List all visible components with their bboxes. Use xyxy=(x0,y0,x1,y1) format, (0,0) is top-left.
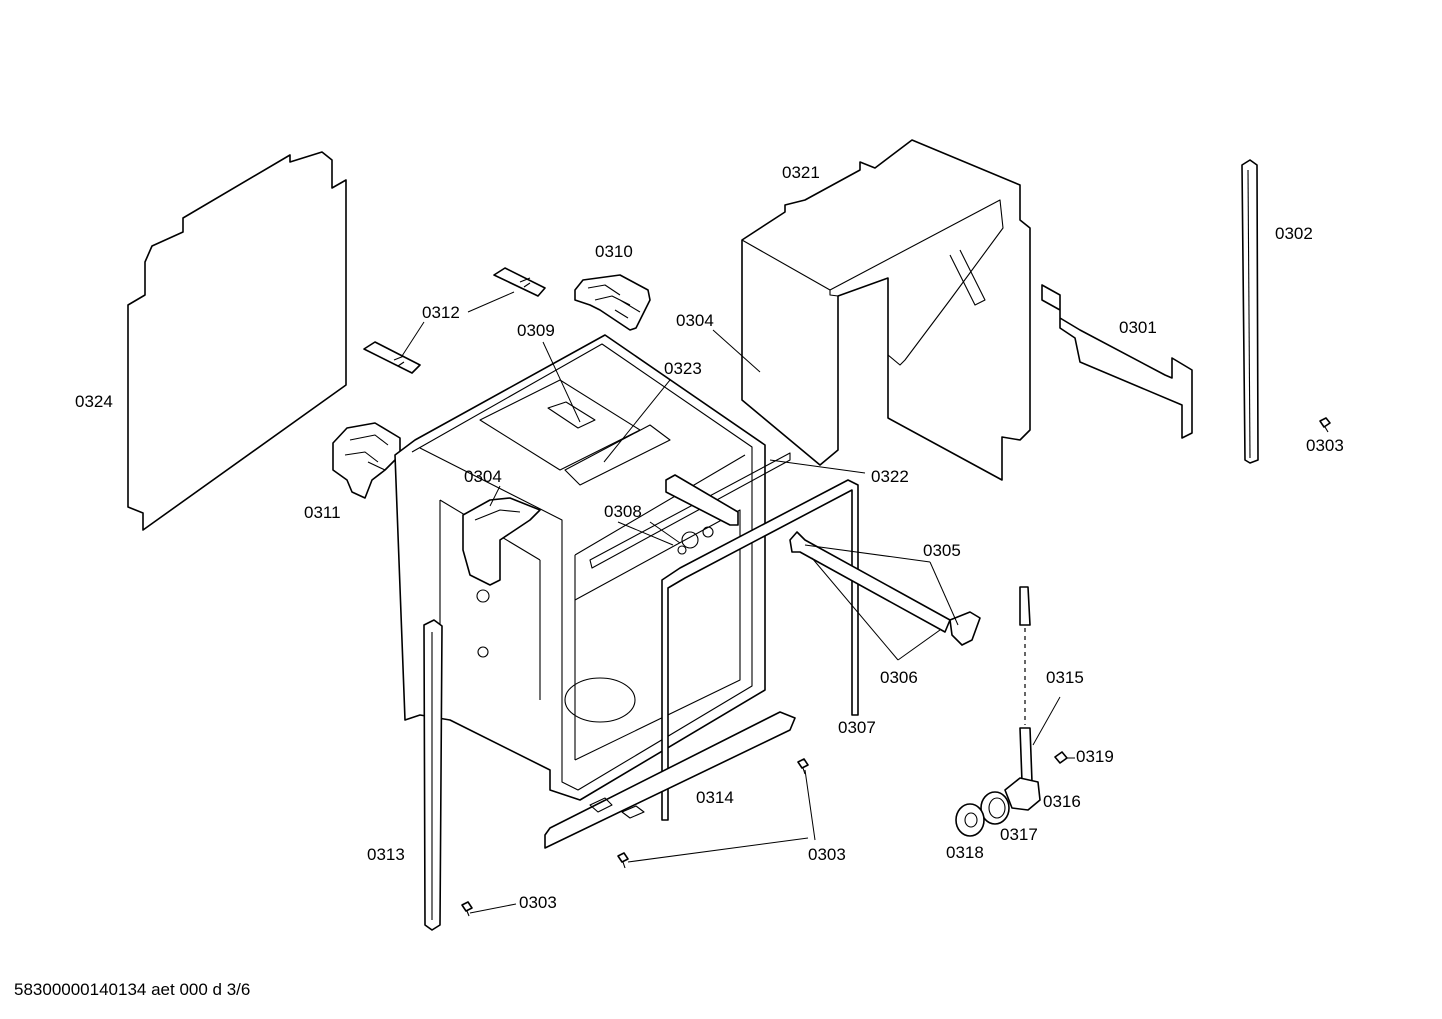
part-0313-rail xyxy=(423,619,443,931)
part-0317-ring xyxy=(980,791,1010,825)
label-0316: 0316 xyxy=(1043,792,1081,811)
document-id: 58300000140134 aet 000 d 3/6 xyxy=(14,980,251,999)
part-0303-screw-right xyxy=(1319,417,1331,433)
part-0301-bracket xyxy=(1041,284,1193,439)
part-0308-parts xyxy=(665,474,739,555)
part-0322-seal xyxy=(589,452,791,569)
part-0305-arm xyxy=(789,531,981,646)
label-0317: 0317 xyxy=(1000,825,1038,844)
part-0307-gasket xyxy=(661,479,859,821)
part-0311-clip xyxy=(332,422,401,499)
label-0303-bottom: 0303 xyxy=(519,893,557,912)
part-0304-clip-lower xyxy=(462,497,541,586)
label-0304-upper: 0304 xyxy=(676,311,714,330)
part-0315-hose xyxy=(1019,586,1033,783)
label-0322: 0322 xyxy=(871,467,909,486)
leader-lines xyxy=(401,291,1075,914)
label-0306: 0306 xyxy=(880,668,918,687)
part-0303-screws xyxy=(461,758,809,917)
part-0321-insulation-cover xyxy=(741,139,1031,481)
label-0314: 0314 xyxy=(696,788,734,807)
label-0304-lower: 0304 xyxy=(464,467,502,486)
part-0314-plate xyxy=(544,711,796,849)
label-0318: 0318 xyxy=(946,843,984,862)
label-0305: 0305 xyxy=(923,541,961,560)
label-0319: 0319 xyxy=(1076,747,1114,766)
label-0308: 0308 xyxy=(604,502,642,521)
part-0302-rail xyxy=(1241,159,1259,464)
part-0324-side-panel xyxy=(127,151,347,531)
part-0312-brackets xyxy=(363,267,546,374)
label-0313: 0313 xyxy=(367,845,405,864)
part-labels: 0324 0312 0310 0309 0323 0304 0321 0302 … xyxy=(75,163,1344,912)
label-0324: 0324 xyxy=(75,392,113,411)
label-0309: 0309 xyxy=(517,321,555,340)
label-0312: 0312 xyxy=(422,303,460,322)
label-0310: 0310 xyxy=(595,242,633,261)
part-0318-nut xyxy=(955,803,985,837)
part-tub xyxy=(394,334,766,801)
label-0301: 0301 xyxy=(1119,318,1157,337)
part-0310-clip xyxy=(574,274,651,331)
part-0316-valve xyxy=(1004,777,1041,811)
label-0307: 0307 xyxy=(838,718,876,737)
label-0303-middle: 0303 xyxy=(808,845,846,864)
label-0302: 0302 xyxy=(1275,224,1313,243)
label-0303-right: 0303 xyxy=(1306,436,1344,455)
label-0315: 0315 xyxy=(1046,668,1084,687)
label-0311: 0311 xyxy=(304,503,341,522)
label-0323: 0323 xyxy=(664,359,702,378)
part-0319-screw xyxy=(1054,751,1068,764)
label-0321: 0321 xyxy=(782,163,820,182)
